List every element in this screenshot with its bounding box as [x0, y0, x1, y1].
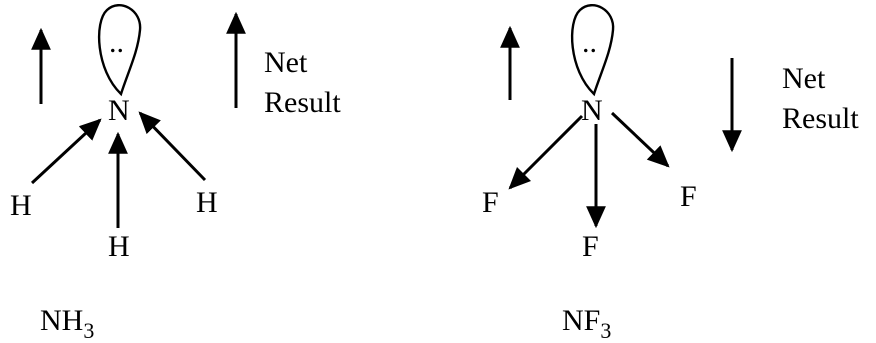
nh3-net-label-line2: Result	[264, 86, 341, 119]
nf3-bond-dipole-left-arrow	[508, 114, 584, 190]
nf3-fluorine-atom-bottom: F	[582, 230, 599, 263]
nf3-bond-dipole-right-arrow	[610, 111, 670, 168]
nf3-net-label-line1: Net	[782, 62, 826, 95]
nh3-hydrogen-atom-left: H	[10, 189, 32, 222]
nh3-hydrogen-atom-bottom: H	[108, 230, 130, 263]
nh3-molecule: .. N H H H Net Result NH3	[10, 4, 341, 343]
nh3-lone-pair-orbital	[97, 4, 142, 97]
nf3-lone-pair-dots: ..	[582, 26, 597, 59]
nh3-formula: NH3	[40, 304, 94, 338]
nh3-hydrogen-atom-right: H	[196, 186, 218, 219]
nf3-fluorine-atom-left: F	[482, 186, 499, 219]
nf3-nitrogen-atom: N	[581, 94, 603, 127]
nf3-lone-pair-orbital	[570, 4, 615, 97]
nf3-net-label-line2: Result	[782, 102, 859, 135]
nh3-nitrogen-atom: N	[108, 94, 130, 127]
nh3-bond-dipole-left-arrow	[30, 118, 102, 185]
nf3-fluorine-atom-right: F	[680, 180, 697, 213]
nf3-formula: NF3	[562, 304, 611, 338]
nh3-bond-dipole-right-arrow	[138, 111, 207, 182]
nf3-molecule: .. N F F F Net Result NF3	[482, 4, 859, 343]
nh3-lone-pair-dots: ..	[109, 26, 124, 59]
nh3-net-label-line1: Net	[264, 46, 308, 79]
